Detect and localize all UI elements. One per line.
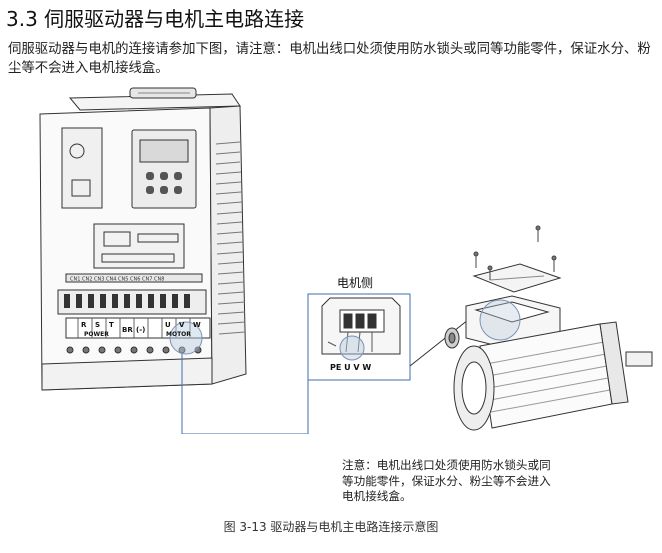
motor-side-inset: 电机侧 PE U V W [307,276,411,381]
motor-illustration [444,225,653,431]
svg-text:CN1 CN2 CN3 CN4 CN5 CN6 CN7 CN: CN1 CN2 CN3 CN4 CN5 CN6 CN7 CN8 [70,277,164,283]
intro-paragraph: 伺服驱动器与电机的连接请参加下图，请注意：电机出线口处须使用防水锁头或同等功能零… [8,42,651,76]
inset-title: 电机侧 [337,276,373,290]
drive-power-label: POWER [84,331,109,338]
drive-to-inset-leader [181,354,309,434]
drive-terminal-r: R [81,321,87,329]
servo-drive-illustration: CN1 CN2 CN3 CN4 CN5 CN6 CN7 CN8 [39,87,247,391]
drive-motor-label: MOTOR [166,331,191,338]
drive-terminal-t: T [109,321,114,329]
drive-terminal-v: V [179,321,185,329]
section-heading: 3.3 伺服驱动器与电机主电路连接 [6,7,305,31]
drive-terminal-w: W [193,321,201,329]
inset-terminal-labels: PE U V W [330,363,371,372]
figure-caption: 图 3-13 驱动器与电机主电路连接示意图 [223,520,439,534]
connection-figure: CN1 CN2 CN3 CN4 CN5 CN6 CN7 CN8 R S T [39,87,653,434]
drive-terminal-minus: (-) [136,326,145,334]
drive-terminal-br: BR [122,326,133,334]
drive-terminal-u: U [165,321,171,329]
drive-terminal-s: S [95,321,100,329]
figure-note: 注意：电机出线口处须使用防水锁头或同等功能零件，保证水分、粉尘等不会进入电机接线… [342,458,551,503]
